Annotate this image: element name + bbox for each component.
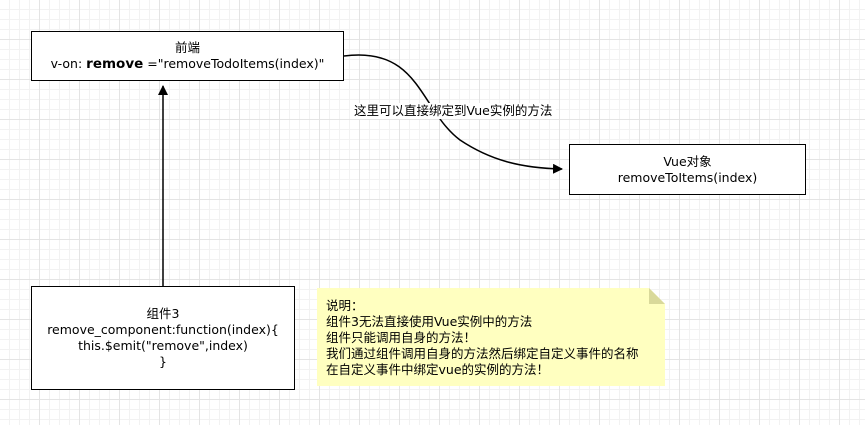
arrow-frontend-to-vue[interactable] xyxy=(343,54,563,174)
note-card[interactable]: 说明： 组件3无法直接使用Vue实例中的方法 组件只能调用自身的方法！ 我们通过… xyxy=(317,288,665,386)
component-line: 组件3 xyxy=(146,306,180,321)
note-line: 说明： xyxy=(326,298,364,313)
binding-prefix: v-on: xyxy=(50,56,87,71)
vue-object-box[interactable]: Vue对象 removeToItems(index) xyxy=(569,144,806,195)
vue-object-method: removeToItems(index) xyxy=(617,169,758,185)
note-line: 在自定义事件中绑定vue的实例的方法！ xyxy=(326,362,550,377)
component-box[interactable]: 组件3 remove_component:function(index){ th… xyxy=(31,286,295,390)
binding-handler: ="removeTodoItems(index)" xyxy=(143,56,325,71)
vue-object-title: Vue对象 xyxy=(663,153,712,169)
note-text: 说明： 组件3无法直接使用Vue实例中的方法 组件只能调用自身的方法！ 我们通过… xyxy=(326,298,639,378)
edge-label: 这里可以直接绑定到Vue实例的方法 xyxy=(350,103,557,119)
note-shape xyxy=(317,288,665,386)
frontend-title: 前端 xyxy=(174,40,200,55)
component-line: } xyxy=(159,354,167,369)
note-line: 组件只能调用自身的方法！ xyxy=(326,330,477,345)
component-line: remove_component:function(index){ xyxy=(47,322,279,337)
binding-event-name: remove xyxy=(86,56,144,72)
note-line: 组件3无法直接使用Vue实例中的方法 xyxy=(326,314,533,329)
note-line: 我们通过组件调用自身的方法然后绑定自定义事件的名称 xyxy=(326,346,639,361)
frontend-binding: v-on: remove ="removeTodoItems(index)" xyxy=(51,56,325,72)
component-line: this.$emit("remove",index) xyxy=(78,338,248,353)
frontend-box[interactable]: 前端 v-on: remove ="removeTodoItems(index)… xyxy=(31,31,344,81)
